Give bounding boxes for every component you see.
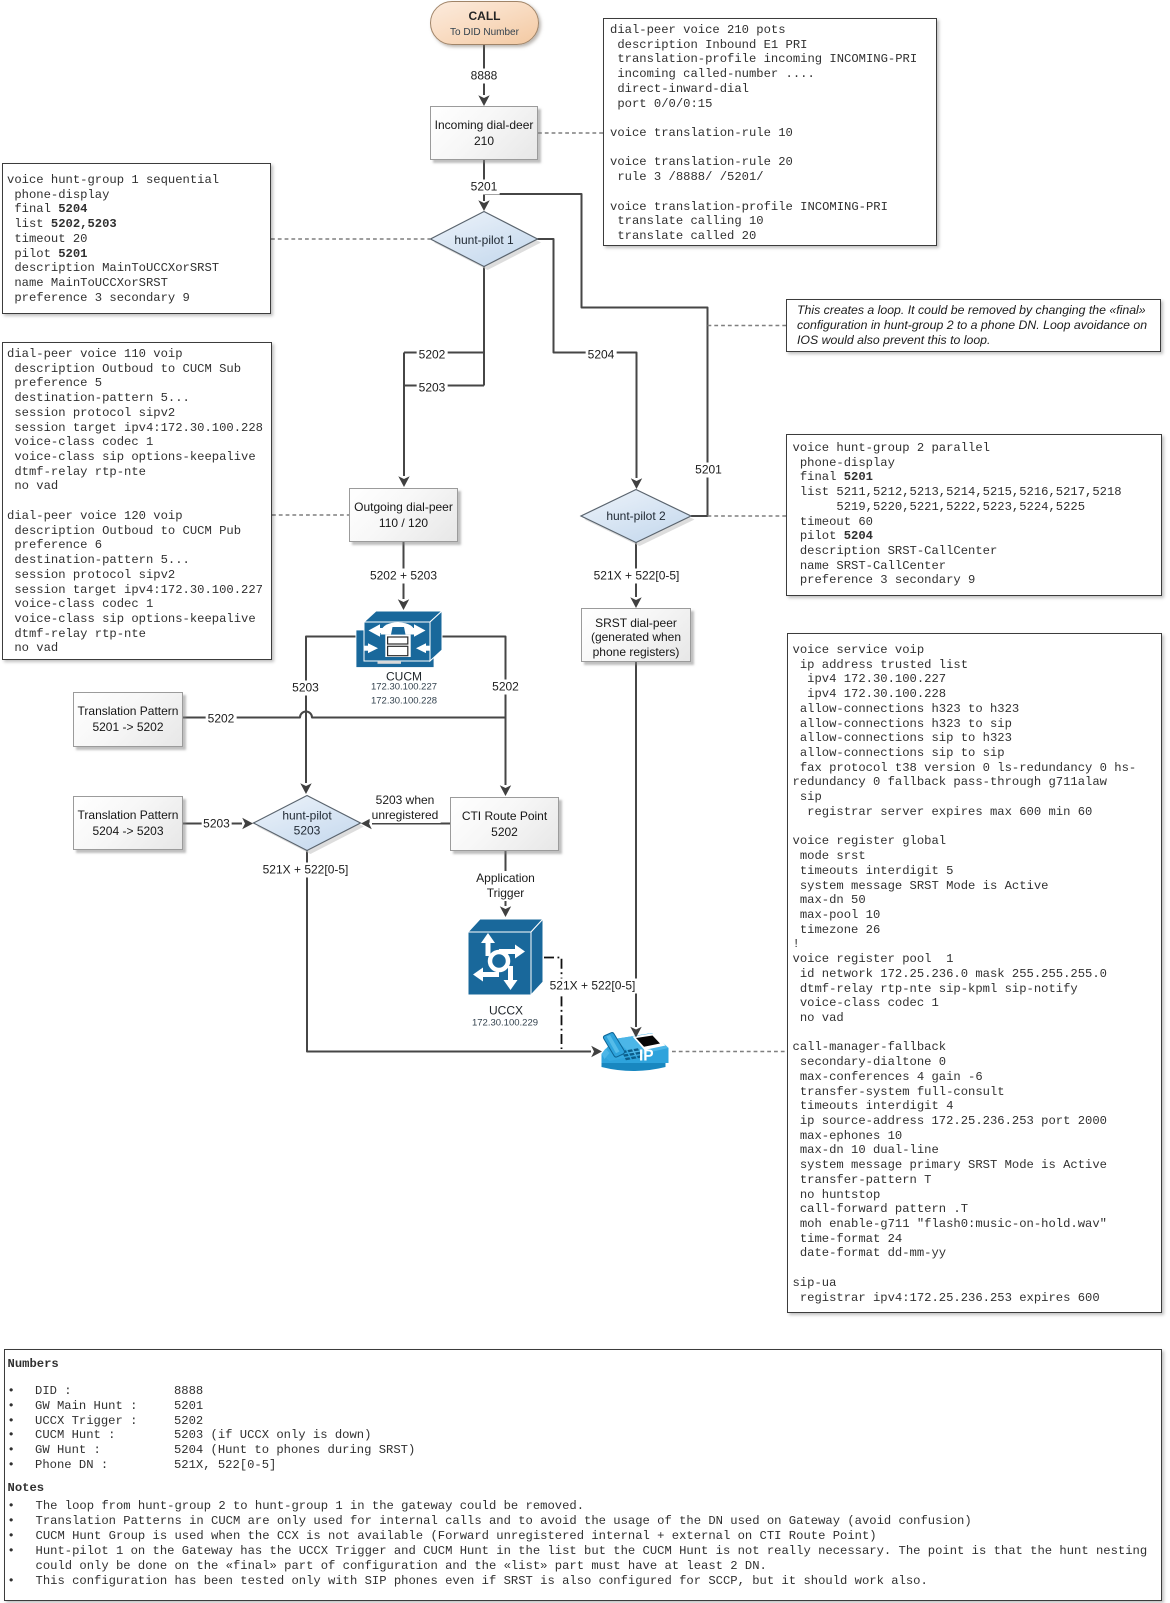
svg-text:IP: IP [639,1048,654,1065]
